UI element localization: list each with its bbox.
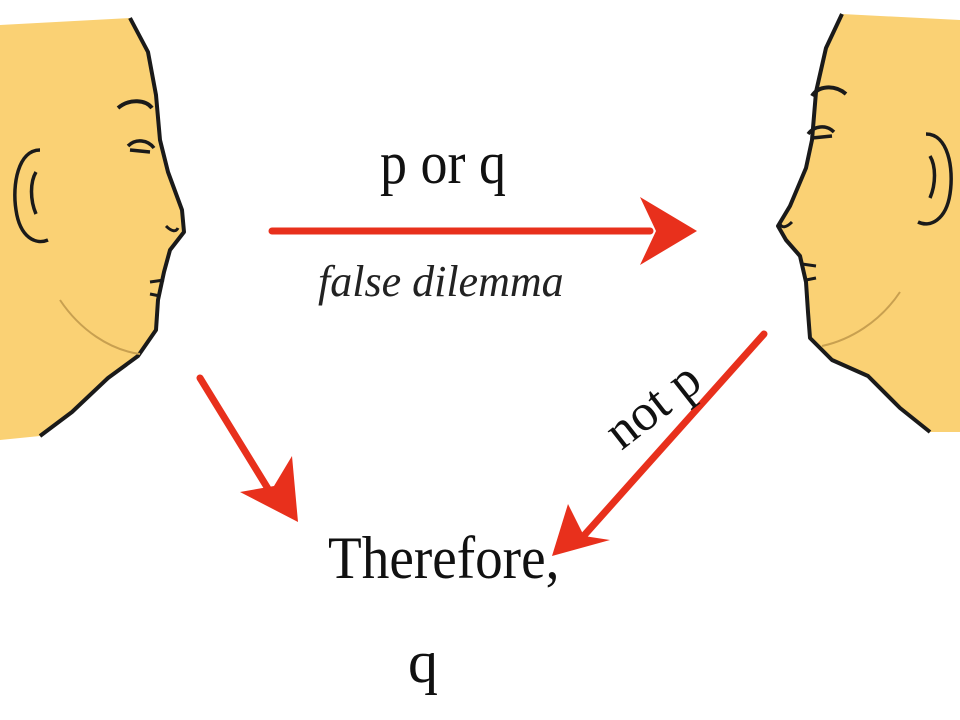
fallacy-label: false dilemma: [318, 257, 564, 306]
face-right-shape: [778, 14, 960, 432]
face-right-profile: [776, 13, 932, 434]
minor-premise-arrow: [552, 330, 768, 556]
face-right-brow: [810, 85, 848, 98]
face-right-ear: [917, 132, 953, 226]
face-right-nostril: [778, 220, 794, 229]
face-left-eye: [126, 139, 156, 154]
face-left-icon: [0, 17, 186, 440]
face-right-mouth: [801, 262, 817, 282]
face-right-icon: [776, 13, 960, 434]
premise-arrow: [268, 197, 697, 265]
conclusion-line-1: Therefore,: [328, 525, 560, 591]
face-left-profile: [38, 17, 186, 438]
face-left-shape: [0, 18, 184, 440]
conclusion-line-2: q: [408, 629, 438, 695]
conclusion-arrow-left: [196, 374, 298, 522]
face-left-jaw: [59, 299, 141, 355]
face-left-mouth: [149, 278, 165, 298]
face-left-nostril: [164, 224, 180, 233]
face-right-eye: [806, 125, 836, 140]
face-left-brow: [116, 99, 154, 110]
face-left-ear: [13, 148, 49, 244]
face-right-jaw: [821, 291, 901, 347]
premise-label: p or q: [380, 129, 506, 197]
